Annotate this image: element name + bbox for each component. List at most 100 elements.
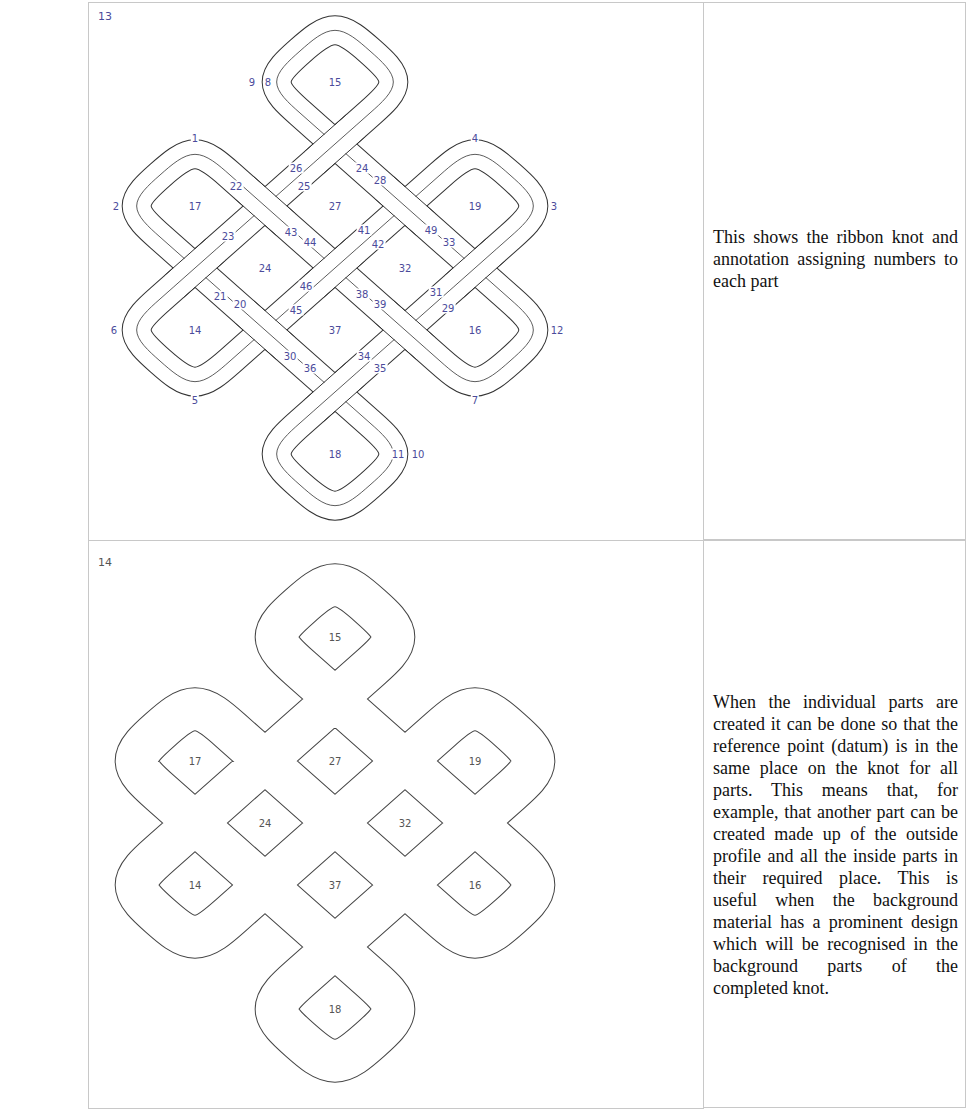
callout-number: 41 xyxy=(357,225,372,236)
crossing-edge xyxy=(394,177,436,214)
callout-number: 45 xyxy=(289,305,304,316)
callout-number: 37 xyxy=(328,880,343,891)
table-cell-border xyxy=(89,3,704,541)
callout-number: 35 xyxy=(373,363,388,374)
callout-number: 11 xyxy=(391,449,406,460)
crossing-edge xyxy=(374,322,416,359)
callout-number: 32 xyxy=(398,263,413,274)
crossing-fill xyxy=(384,311,426,348)
crossing-fill xyxy=(244,187,286,224)
ribbon-fill xyxy=(137,30,534,505)
callout-number: 27 xyxy=(328,201,343,212)
callout-number: 19 xyxy=(468,756,483,767)
callout-number: 16 xyxy=(468,325,483,336)
callout-number: 14 xyxy=(188,325,203,336)
callout-number: 27 xyxy=(328,756,343,767)
description-text: This shows the ribbon knot and annotatio… xyxy=(713,226,958,292)
description-text: When the individual parts are created it… xyxy=(713,691,958,999)
callout-number: 33 xyxy=(442,237,457,248)
callout-number: 25 xyxy=(297,181,312,192)
table-grid xyxy=(89,3,704,1109)
callout-number: 31 xyxy=(429,287,444,298)
crossing-fill xyxy=(244,311,286,348)
callout-number: 15 xyxy=(328,632,343,643)
crossing-fill xyxy=(314,249,356,286)
crossing-edge xyxy=(164,239,206,276)
crossing-fill xyxy=(454,249,496,286)
callout-number: 18 xyxy=(328,449,343,460)
callout-number: 26 xyxy=(289,163,304,174)
callout-number: 24 xyxy=(355,163,370,174)
crossing-edge xyxy=(234,322,276,359)
callout-number: 18 xyxy=(328,1004,343,1015)
crossing-edge xyxy=(374,198,416,235)
callout-number: 2 xyxy=(112,201,120,212)
crossing-edge xyxy=(234,198,276,235)
crossing-edge xyxy=(394,301,436,338)
crossing-edge xyxy=(464,260,506,297)
ribbon-crossing xyxy=(164,239,225,298)
table-cell: This shows the ribbon knot and annotatio… xyxy=(703,2,966,540)
callout-number: 14 xyxy=(188,880,203,891)
callout-number: 4 xyxy=(471,133,479,144)
crossing-centre-line xyxy=(244,187,286,224)
callout-number: 42 xyxy=(371,239,386,250)
callout-number: 23 xyxy=(221,231,236,242)
callout-number: 8 xyxy=(264,77,272,88)
callout-number: 9 xyxy=(248,77,256,88)
callout-number: 3 xyxy=(550,201,558,212)
callout-number: 22 xyxy=(229,181,244,192)
crossing-fill xyxy=(174,249,216,286)
crossing-centre-line xyxy=(314,373,356,410)
table-cell: When the individual parts are created it… xyxy=(703,540,966,1108)
callout-number: 36 xyxy=(303,363,318,374)
table-cell-border xyxy=(89,541,704,1109)
callout-number: 17 xyxy=(188,201,203,212)
callout-number: 15 xyxy=(328,77,343,88)
callout-number: 10 xyxy=(411,449,426,460)
crossing-centre-line xyxy=(174,249,216,286)
callout-number: 21 xyxy=(213,291,228,302)
callout-number: 34 xyxy=(357,351,372,362)
crossing-edge xyxy=(324,384,366,421)
callout-number: 1 xyxy=(191,133,199,144)
callout-number: 24 xyxy=(258,263,273,274)
callout-number: 38 xyxy=(355,289,370,300)
crossing-fill xyxy=(384,187,426,224)
callout-number: 30 xyxy=(283,351,298,362)
callout-number: 20 xyxy=(233,299,248,310)
callout-number: 17 xyxy=(188,756,203,767)
callout-number: 7 xyxy=(471,395,479,406)
callout-number: 16 xyxy=(468,880,483,891)
callout-number: 19 xyxy=(468,201,483,212)
callout-number: 6 xyxy=(110,325,118,336)
crossing-centre-line xyxy=(314,125,356,162)
crossing-centre-line xyxy=(384,311,426,348)
callout-number: 29 xyxy=(441,303,456,314)
callout-number: 28 xyxy=(373,175,388,186)
callout-number: 14 xyxy=(97,557,113,568)
callout-number: 37 xyxy=(328,325,343,336)
callout-number: 12 xyxy=(550,325,565,336)
callout-number: 43 xyxy=(284,227,299,238)
crossing-centre-line xyxy=(384,187,426,224)
crossing-centre-line xyxy=(244,311,286,348)
outline-ribbon-knot xyxy=(137,585,534,1060)
crossing-fill xyxy=(314,125,356,162)
crossing-centre-line xyxy=(454,249,496,286)
callout-number: 5 xyxy=(191,395,199,406)
annotated-ribbon-knot xyxy=(137,30,534,505)
crossing-edge xyxy=(254,177,296,214)
crossing-centre-line xyxy=(314,249,356,286)
ribbon-centre-line xyxy=(137,30,534,505)
callout-number: 49 xyxy=(424,225,439,236)
callout-number: 44 xyxy=(303,237,318,248)
ribbon-fill xyxy=(137,585,534,1060)
ribbon-outline xyxy=(137,30,534,505)
callout-number: 32 xyxy=(398,818,413,829)
crossing-edge xyxy=(304,115,346,152)
callout-number: 39 xyxy=(373,299,388,310)
callout-number: 13 xyxy=(97,11,113,22)
callout-number: 24 xyxy=(258,818,273,829)
